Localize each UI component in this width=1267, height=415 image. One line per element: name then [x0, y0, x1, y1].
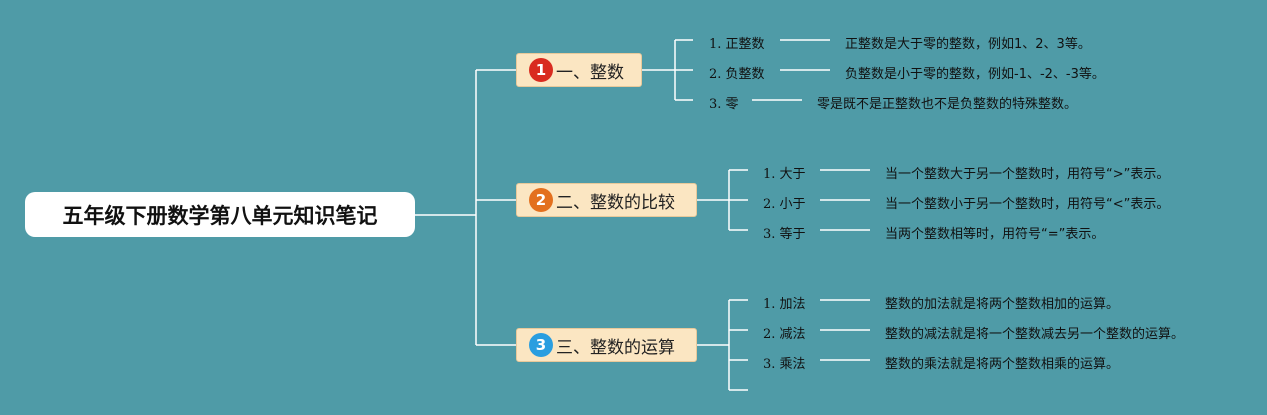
root-title: 五年级下册数学第八单元知识笔记 [62, 203, 378, 228]
branch-operations[interactable]: 3 三、整数的运算 [516, 328, 697, 362]
branch-label: 二、整数的比较 [556, 192, 675, 213]
desc-negative-integer: 负整数是小于零的整数，例如-1、-2、-3等。 [845, 67, 1105, 82]
leaf-multiplication[interactable]: 3. 乘法 [763, 357, 806, 372]
desc-zero: 零是既不是正整数也不是负整数的特殊整数。 [817, 97, 1078, 112]
branch-label: 一、整数 [556, 62, 624, 83]
desc-equal: 当两个整数相等时，用符号“=”表示。 [885, 227, 1105, 242]
number-badge-1: 1 [529, 58, 553, 82]
root-node[interactable]: 五年级下册数学第八单元知识笔记 [25, 192, 415, 237]
leaf-equal[interactable]: 3. 等于 [763, 227, 806, 242]
leaf-less-than[interactable]: 2. 小于 [763, 197, 806, 212]
desc-addition: 整数的加法就是将两个整数相加的运算。 [885, 297, 1120, 312]
leaf-zero[interactable]: 3. 零 [709, 97, 739, 112]
leaf-greater-than[interactable]: 1. 大于 [763, 167, 806, 182]
leaf-positive-integer[interactable]: 1. 正整数 [709, 37, 765, 52]
leaf-negative-integer[interactable]: 2. 负整数 [709, 67, 765, 82]
desc-less-than: 当一个整数小于另一个整数时，用符号“<”表示。 [885, 197, 1170, 212]
number-badge-2: 2 [529, 188, 553, 212]
desc-multiplication: 整数的乘法就是将两个整数相乘的运算。 [885, 357, 1120, 372]
desc-subtraction: 整数的减法就是将一个整数减去另一个整数的运算。 [885, 327, 1185, 342]
branch-comparison[interactable]: 2 二、整数的比较 [516, 183, 697, 217]
desc-positive-integer: 正整数是大于零的整数，例如1、2、3等。 [845, 37, 1091, 52]
desc-greater-than: 当一个整数大于另一个整数时，用符号“>”表示。 [885, 167, 1170, 182]
branch-integers[interactable]: 1 一、整数 [516, 53, 642, 87]
branch-label: 三、整数的运算 [556, 337, 675, 358]
leaf-subtraction[interactable]: 2. 减法 [763, 327, 806, 342]
number-badge-3: 3 [529, 333, 553, 357]
leaf-addition[interactable]: 1. 加法 [763, 297, 806, 312]
